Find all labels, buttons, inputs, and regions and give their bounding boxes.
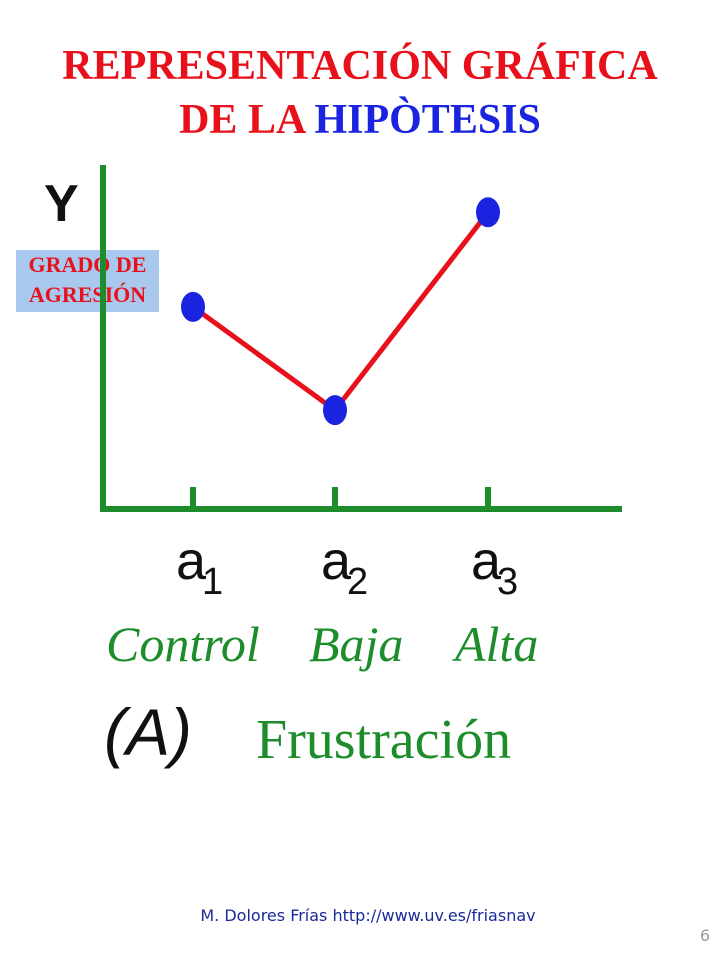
title-line-2: DE LA HIPÒTESIS	[0, 96, 720, 144]
x-variable-label: Frustración	[256, 709, 512, 771]
x-tick-label-3: a	[471, 531, 502, 591]
series-line	[191, 210, 490, 413]
y-axis-label-line-2: AGRESIÓN	[28, 282, 147, 307]
x-tick-subscript-1: 1	[202, 561, 223, 603]
y-axis-label-box: GRADO DE AGRESIÓN	[16, 250, 159, 312]
footer-credit: M. Dolores Frías http://www.uv.es/friasn…	[200, 906, 536, 925]
title-line-2-red-part: DE LA	[179, 97, 315, 143]
data-point-3	[476, 197, 500, 228]
x-tick-subscript-3: 3	[497, 561, 518, 603]
x-tick-subscript-2: 2	[347, 561, 368, 603]
title-line-2-blue-part: HIPÒTESIS	[314, 97, 541, 143]
page-number: 6	[699, 926, 710, 945]
x-tick-label-1: a	[176, 531, 207, 591]
data-point-1	[181, 291, 205, 322]
category-label-alta: Alta	[455, 616, 539, 672]
x-tick-label-2: a	[321, 531, 352, 591]
title-line-1: REPRESENTACIÓN GRÁFICA	[62, 43, 658, 89]
panel-label: (A)	[104, 695, 192, 769]
category-label-control: Control	[106, 616, 260, 672]
category-label-baja: Baja	[309, 616, 404, 672]
data-point-2	[323, 395, 347, 426]
y-axis-label-line-1: GRADO DE	[28, 252, 147, 277]
y-axis-symbol: Y	[44, 175, 79, 233]
